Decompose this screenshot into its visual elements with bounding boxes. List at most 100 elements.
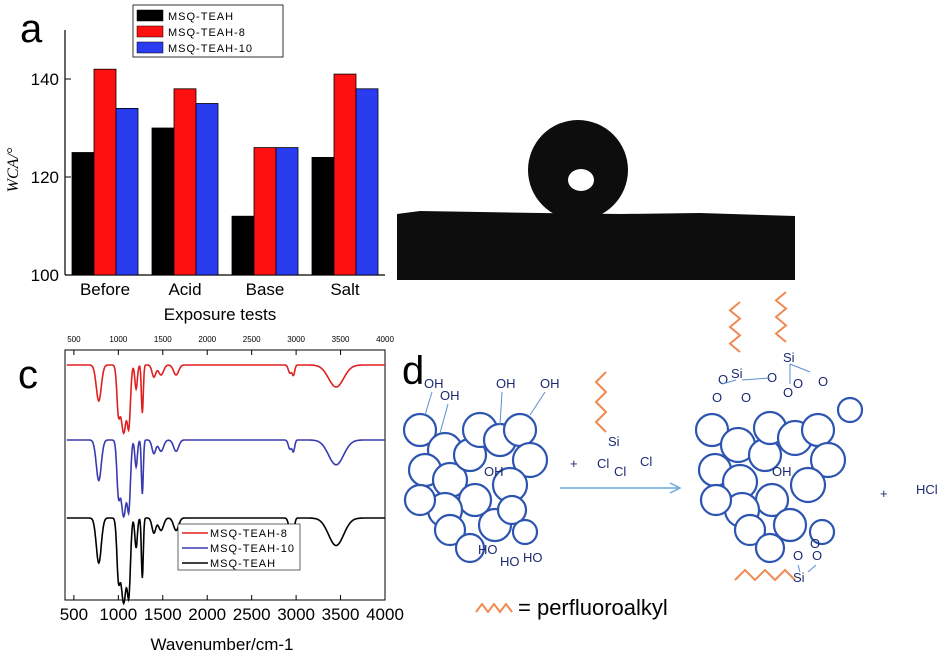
contact-angle-photo — [397, 0, 795, 280]
particle-circle — [800, 412, 836, 448]
particle-circle — [836, 396, 864, 424]
bar — [93, 68, 117, 276]
siloxane-cage-icon — [808, 518, 836, 546]
hydroxyl-label: OH — [484, 464, 504, 479]
particle-circle — [699, 483, 733, 517]
oxygen-label: O — [818, 374, 828, 389]
particle-circle — [789, 466, 827, 504]
particle-circle — [754, 532, 786, 564]
ftir-top-tick-label: 1500 — [154, 335, 172, 344]
panel-c-label: c — [18, 353, 38, 397]
ftir-top-tick-label: 2000 — [198, 335, 216, 344]
byproduct-label: HCl — [916, 482, 938, 497]
perfluoroalkyl-chain — [594, 371, 608, 433]
silicon-label: Si — [793, 570, 805, 585]
perfluoroalkyl-legend-label: = perfluoroalkyl — [518, 595, 668, 620]
hydroxyl-label: OH — [424, 376, 444, 391]
bar — [311, 156, 335, 276]
bar-x-tick-label: Acid — [168, 280, 201, 299]
bar-legend-label: MSQ-TEAH-10 — [168, 43, 253, 55]
silicon-label: Si — [731, 366, 743, 381]
perfluoroalkyl-chain — [728, 301, 742, 353]
hydroxyl-label: HO — [523, 550, 543, 565]
silicon-label: Si — [608, 434, 620, 449]
oxygen-label: O — [718, 372, 728, 387]
bond-line — [529, 391, 546, 416]
bar — [173, 88, 197, 276]
bar-x-axis-label: Exposure tests — [164, 305, 276, 324]
bar-legend-label: MSQ-TEAH-8 — [168, 27, 246, 39]
bar-x-tick-label: Salt — [330, 280, 360, 299]
bond-line — [439, 403, 449, 434]
bar — [195, 103, 219, 276]
oxygen-label: O — [712, 390, 722, 405]
hydroxyl-label: OH — [772, 464, 792, 479]
bond-line — [807, 564, 817, 573]
panel-d-label: d — [402, 349, 424, 393]
bond-line — [721, 379, 737, 385]
hydroxyl-label: OH — [540, 376, 560, 391]
droplet-highlight — [568, 169, 594, 191]
particle-circle — [733, 513, 767, 547]
chlorine-label: Cl — [640, 454, 652, 469]
bond-line — [789, 363, 811, 373]
oxygen-label: O — [741, 390, 751, 405]
perfluoroalkyl-legend-icon — [475, 602, 513, 614]
ftir-top-tick-label: 2500 — [243, 335, 261, 344]
arrowhead-icon — [669, 482, 682, 494]
ftir-top-tick-label: 3500 — [332, 335, 350, 344]
ftir-x-tick-label: 1500 — [144, 605, 182, 624]
ftir-legend-label: MSQ-TEAH-8 — [210, 528, 288, 540]
hydroxyl-label: OH — [496, 376, 516, 391]
ftir-legend-label: MSQ-TEAH — [210, 558, 276, 570]
bar-legend-swatch — [136, 41, 164, 54]
ftir-series-line — [66, 517, 385, 606]
panel-a-label: a — [20, 7, 43, 51]
particle-circle — [454, 532, 486, 564]
bar — [231, 215, 255, 276]
particle-circle — [496, 494, 528, 526]
bar — [355, 88, 379, 276]
bond-line — [499, 391, 503, 426]
ftir-series-line — [66, 364, 385, 435]
bond-line — [424, 391, 433, 416]
chlorine-label: Cl — [597, 456, 609, 471]
ftir-series-line — [66, 439, 385, 519]
ftir-top-tick-label: 4000 — [376, 335, 394, 344]
ftir-x-tick-label: 2500 — [233, 605, 271, 624]
bar — [275, 147, 299, 276]
particle-circle — [402, 412, 438, 448]
siloxane-cage-icon — [511, 518, 539, 546]
bar-y-tick-label: 120 — [31, 168, 59, 187]
perfluoroalkyl-chain — [774, 291, 788, 343]
bar-x-tick-label: Base — [246, 280, 285, 299]
ftir-x-tick-label: 1000 — [99, 605, 137, 624]
oxygen-label: O — [783, 385, 793, 400]
ftir-top-tick-label: 3000 — [287, 335, 305, 344]
silicon-label: Si — [783, 350, 795, 365]
ftir-x-tick-label: 2000 — [188, 605, 226, 624]
ftir-x-tick-label: 3000 — [277, 605, 315, 624]
bar-x-tick-label: Before — [80, 280, 130, 299]
bar-legend-swatch — [136, 9, 164, 22]
bar-y-tick-label: 140 — [31, 70, 59, 89]
ftir-legend-label: MSQ-TEAH-10 — [210, 543, 295, 555]
bond-line — [797, 564, 801, 573]
bar — [71, 152, 95, 276]
bar — [151, 127, 175, 276]
bar-legend-swatch — [136, 25, 164, 38]
plus-sign: + — [880, 486, 888, 501]
ftir-chart: Wavenumber/cm-1 500500100010001500150020… — [60, 335, 404, 654]
oxygen-label: O — [793, 376, 803, 391]
particle-circle — [511, 441, 549, 479]
oxygen-label: O — [810, 536, 820, 551]
ftir-x-tick-label: 4000 — [366, 605, 404, 624]
particle-circle — [433, 513, 467, 547]
ftir-top-tick-label: 500 — [67, 335, 81, 344]
chlorine-label: Cl — [614, 464, 626, 479]
